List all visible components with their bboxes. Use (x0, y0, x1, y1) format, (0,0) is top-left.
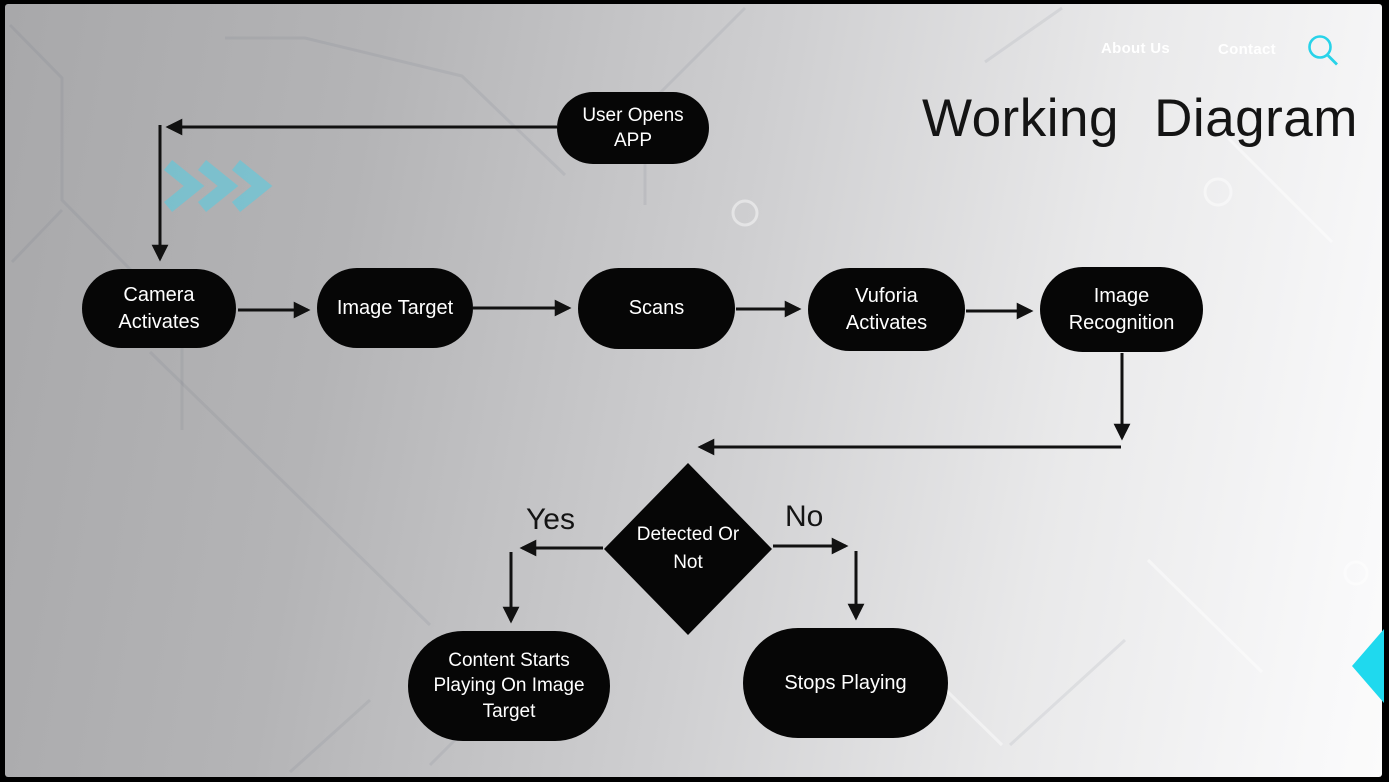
flow-node-stops-playing: Stops Playing (743, 628, 948, 738)
flow-node-scans: Scans (578, 268, 735, 349)
flow-node-content-starts-playing: Content Starts Playing On Image Target (408, 631, 610, 741)
page-title: Working Diagram (922, 89, 1358, 148)
nav-item-contact[interactable]: Contact (1218, 41, 1276, 58)
branch-label-yes: Yes (526, 503, 575, 536)
decision-label: Detected Or Not (636, 524, 740, 573)
nav-item-about-us[interactable]: About Us (1101, 40, 1171, 57)
flow-node-user-opens-app: User Opens APP (557, 92, 709, 164)
flow-node-camera-activates: Camera Activates (82, 269, 236, 348)
flow-node-image-recognition: Image Recognition (1040, 267, 1203, 352)
flow-node-image-target: Image Target (317, 268, 473, 348)
search-icon[interactable] (1303, 31, 1345, 73)
branch-label-no: No (785, 500, 824, 533)
flow-node-vuforia-activates: Vuforia Activates (808, 268, 965, 351)
